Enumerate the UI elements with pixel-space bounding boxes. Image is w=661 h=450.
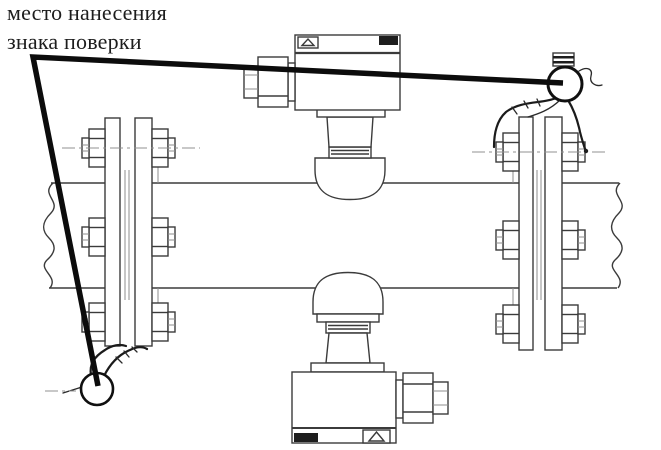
seal-wire-right xyxy=(492,52,603,154)
left-flange xyxy=(62,117,200,347)
bolt xyxy=(151,217,176,257)
right-flange xyxy=(472,116,608,351)
top-transducer xyxy=(243,34,401,201)
top-left-label xyxy=(297,36,319,49)
bolt xyxy=(495,220,520,260)
warning-triangle-icon xyxy=(367,430,386,442)
bolt xyxy=(561,220,586,260)
callout-line-2: знака поверки xyxy=(7,29,142,54)
bottom-boss-plate xyxy=(316,313,380,323)
verification-mark-callout: место нанесения знака поверки xyxy=(7,0,167,56)
bolt xyxy=(495,304,520,344)
wire-tail xyxy=(62,386,83,394)
callout-line-1: место нанесения xyxy=(7,0,167,25)
seal-block xyxy=(552,52,575,67)
top-boss xyxy=(314,157,386,201)
bolt xyxy=(151,302,176,342)
pipe-break-right xyxy=(610,182,623,289)
top-collar xyxy=(328,146,372,159)
bottom-neck xyxy=(325,332,371,364)
top-right-label xyxy=(379,36,398,45)
warning-triangle-icon xyxy=(300,37,316,47)
leader-line-group xyxy=(29,54,584,407)
bottom-collar xyxy=(325,321,371,334)
flange-plate xyxy=(104,117,121,347)
bottom-boss xyxy=(312,271,384,315)
leader-line xyxy=(29,54,564,387)
pipe-break-left xyxy=(42,182,55,289)
bottom-transducer xyxy=(291,271,449,444)
flange-plate xyxy=(134,117,153,347)
top-cable-gland xyxy=(243,56,296,108)
wire-tail xyxy=(578,67,603,87)
bolt xyxy=(81,217,106,257)
bottom-left-label xyxy=(294,433,318,442)
bottom-cable-gland xyxy=(395,372,449,424)
seal-wire-left xyxy=(45,343,149,394)
bolt xyxy=(561,304,586,344)
top-neck xyxy=(326,116,374,148)
bottom-mount-plate xyxy=(310,362,385,373)
